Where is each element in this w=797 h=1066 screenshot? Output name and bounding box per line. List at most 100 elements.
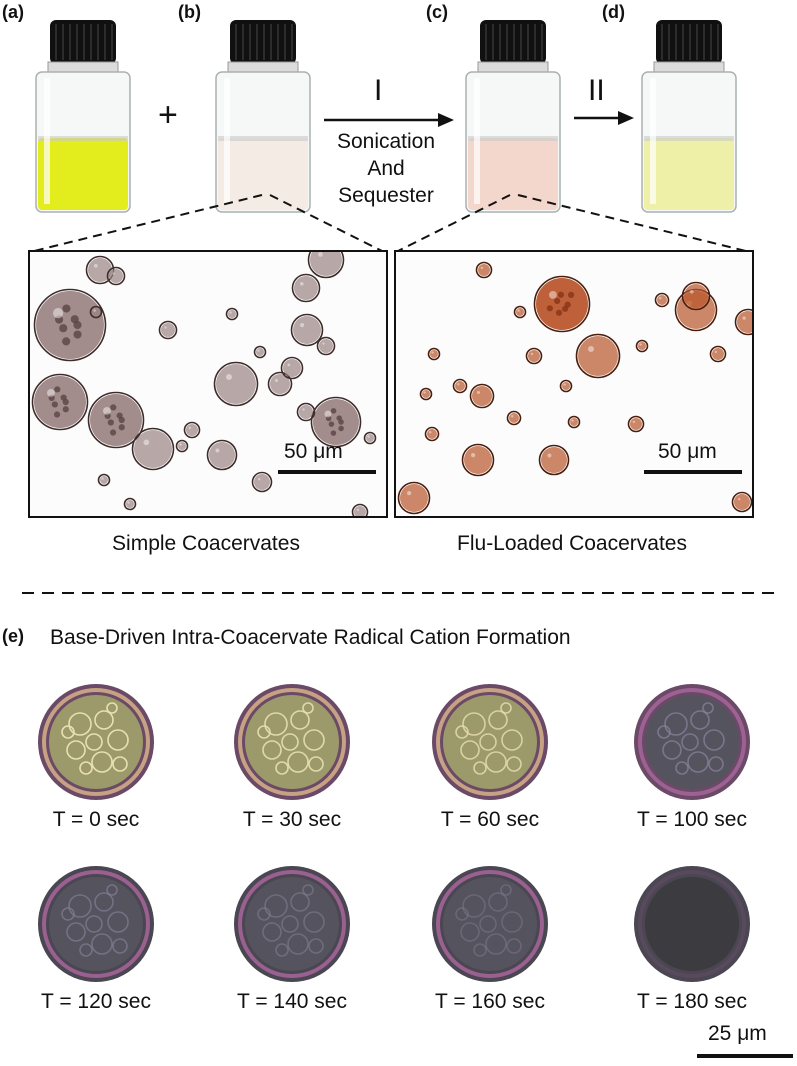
droplet xyxy=(251,471,273,493)
coacervate-droplet xyxy=(234,866,350,982)
droplet xyxy=(291,273,321,303)
droplet xyxy=(525,347,543,365)
vial-c xyxy=(458,18,568,218)
scale-bar-label: 50 μm xyxy=(284,440,343,463)
step-2-arrow xyxy=(574,111,634,125)
droplet xyxy=(213,361,259,407)
time-frame-image xyxy=(428,680,552,804)
coacervate-droplet xyxy=(432,684,548,800)
droplet xyxy=(280,356,304,380)
droplet xyxy=(424,426,440,442)
droplet xyxy=(469,383,495,409)
step-1-numeral: I xyxy=(374,74,383,107)
scale-bar-e-line xyxy=(697,1054,793,1058)
step-2-numeral: II xyxy=(588,74,605,107)
time-label: T = 140 sec xyxy=(237,990,347,1013)
droplet xyxy=(506,410,522,426)
caption-flu-loaded: Flu-Loaded Coacervates xyxy=(457,532,687,555)
droplet xyxy=(419,387,433,401)
panel-label-e: (e) xyxy=(2,626,24,646)
glass-highlight xyxy=(44,78,50,204)
time-label: T = 0 sec xyxy=(52,808,140,831)
droplet xyxy=(709,345,727,363)
scale-bar-label: 50 μm xyxy=(658,440,717,463)
section-divider xyxy=(22,592,780,594)
droplet xyxy=(427,347,441,361)
panel-label-b: (b) xyxy=(178,2,201,22)
liquid-meniscus xyxy=(38,136,128,141)
droplet xyxy=(681,281,711,311)
droplet xyxy=(123,497,137,511)
droplet xyxy=(307,252,345,279)
liquid-meniscus xyxy=(218,136,308,141)
time-label: T = 120 sec xyxy=(41,990,151,1013)
time-label: T = 180 sec xyxy=(637,990,747,1013)
vial-d xyxy=(634,18,744,218)
time-label: T = 30 sec xyxy=(242,808,342,831)
droplet xyxy=(452,378,468,394)
coacervate-droplet xyxy=(38,866,154,982)
droplet xyxy=(89,305,103,319)
droplet xyxy=(296,402,316,422)
panel-label-c: (c) xyxy=(426,2,448,22)
vial-liquid xyxy=(38,138,128,210)
droplet xyxy=(731,491,752,513)
glass-highlight xyxy=(650,78,656,204)
droplet xyxy=(131,427,175,471)
droplet xyxy=(734,308,752,336)
caption-simple: Simple Coacervates xyxy=(112,532,300,555)
plus-sign: + xyxy=(158,96,178,134)
panel-label-a: (a) xyxy=(2,2,24,22)
droplet xyxy=(225,307,239,321)
coacervate-droplet xyxy=(38,684,154,800)
droplet xyxy=(533,275,591,333)
droplet xyxy=(290,313,324,347)
droplet xyxy=(351,503,369,516)
droplet xyxy=(654,292,670,308)
time-label: T = 160 sec xyxy=(435,990,545,1013)
droplet xyxy=(158,320,178,340)
vial-liquid xyxy=(468,138,558,210)
vial-liquid xyxy=(644,138,734,210)
droplet xyxy=(538,444,570,476)
vial-b xyxy=(208,18,318,218)
droplet xyxy=(475,261,493,279)
zoom-lines xyxy=(29,194,751,253)
glass-highlight xyxy=(224,78,230,204)
micrograph-flu-loaded: 50 μm xyxy=(394,250,754,518)
section-e-title: Base-Driven Intra-Coacervate Radical Cat… xyxy=(50,626,571,649)
droplet xyxy=(567,415,581,429)
coacervate-droplet xyxy=(634,684,750,800)
glass-highlight xyxy=(474,78,480,204)
droplet xyxy=(206,439,238,471)
scale-bar-line xyxy=(644,470,742,474)
coacervate-droplet xyxy=(432,866,548,982)
droplet xyxy=(85,255,115,285)
droplet xyxy=(267,371,293,397)
time-frame-image xyxy=(230,680,354,804)
droplet xyxy=(310,396,362,448)
vial-a xyxy=(28,18,138,218)
droplet xyxy=(106,266,126,286)
droplet xyxy=(183,421,201,439)
droplet xyxy=(559,379,573,393)
time-frame-image xyxy=(630,862,754,986)
time-label: T = 100 sec xyxy=(637,808,747,831)
step-1-line-3: Sequester xyxy=(338,184,434,207)
droplet xyxy=(316,336,336,356)
droplet xyxy=(97,473,111,487)
droplet xyxy=(363,431,377,445)
droplet xyxy=(461,443,495,477)
scale-bar-e-label: 25 μm xyxy=(708,1022,767,1045)
liquid-meniscus xyxy=(644,136,734,141)
time-frame-image xyxy=(34,862,158,986)
droplet xyxy=(33,288,107,362)
droplet xyxy=(635,339,649,353)
vial-liquid xyxy=(218,138,308,210)
step-1-arrow xyxy=(324,113,454,127)
step-1-line-2: And xyxy=(367,157,405,180)
droplet xyxy=(513,305,527,319)
panel-label-d: (d) xyxy=(602,2,625,22)
time-frame-image xyxy=(230,862,354,986)
coacervate-droplet xyxy=(234,684,350,800)
